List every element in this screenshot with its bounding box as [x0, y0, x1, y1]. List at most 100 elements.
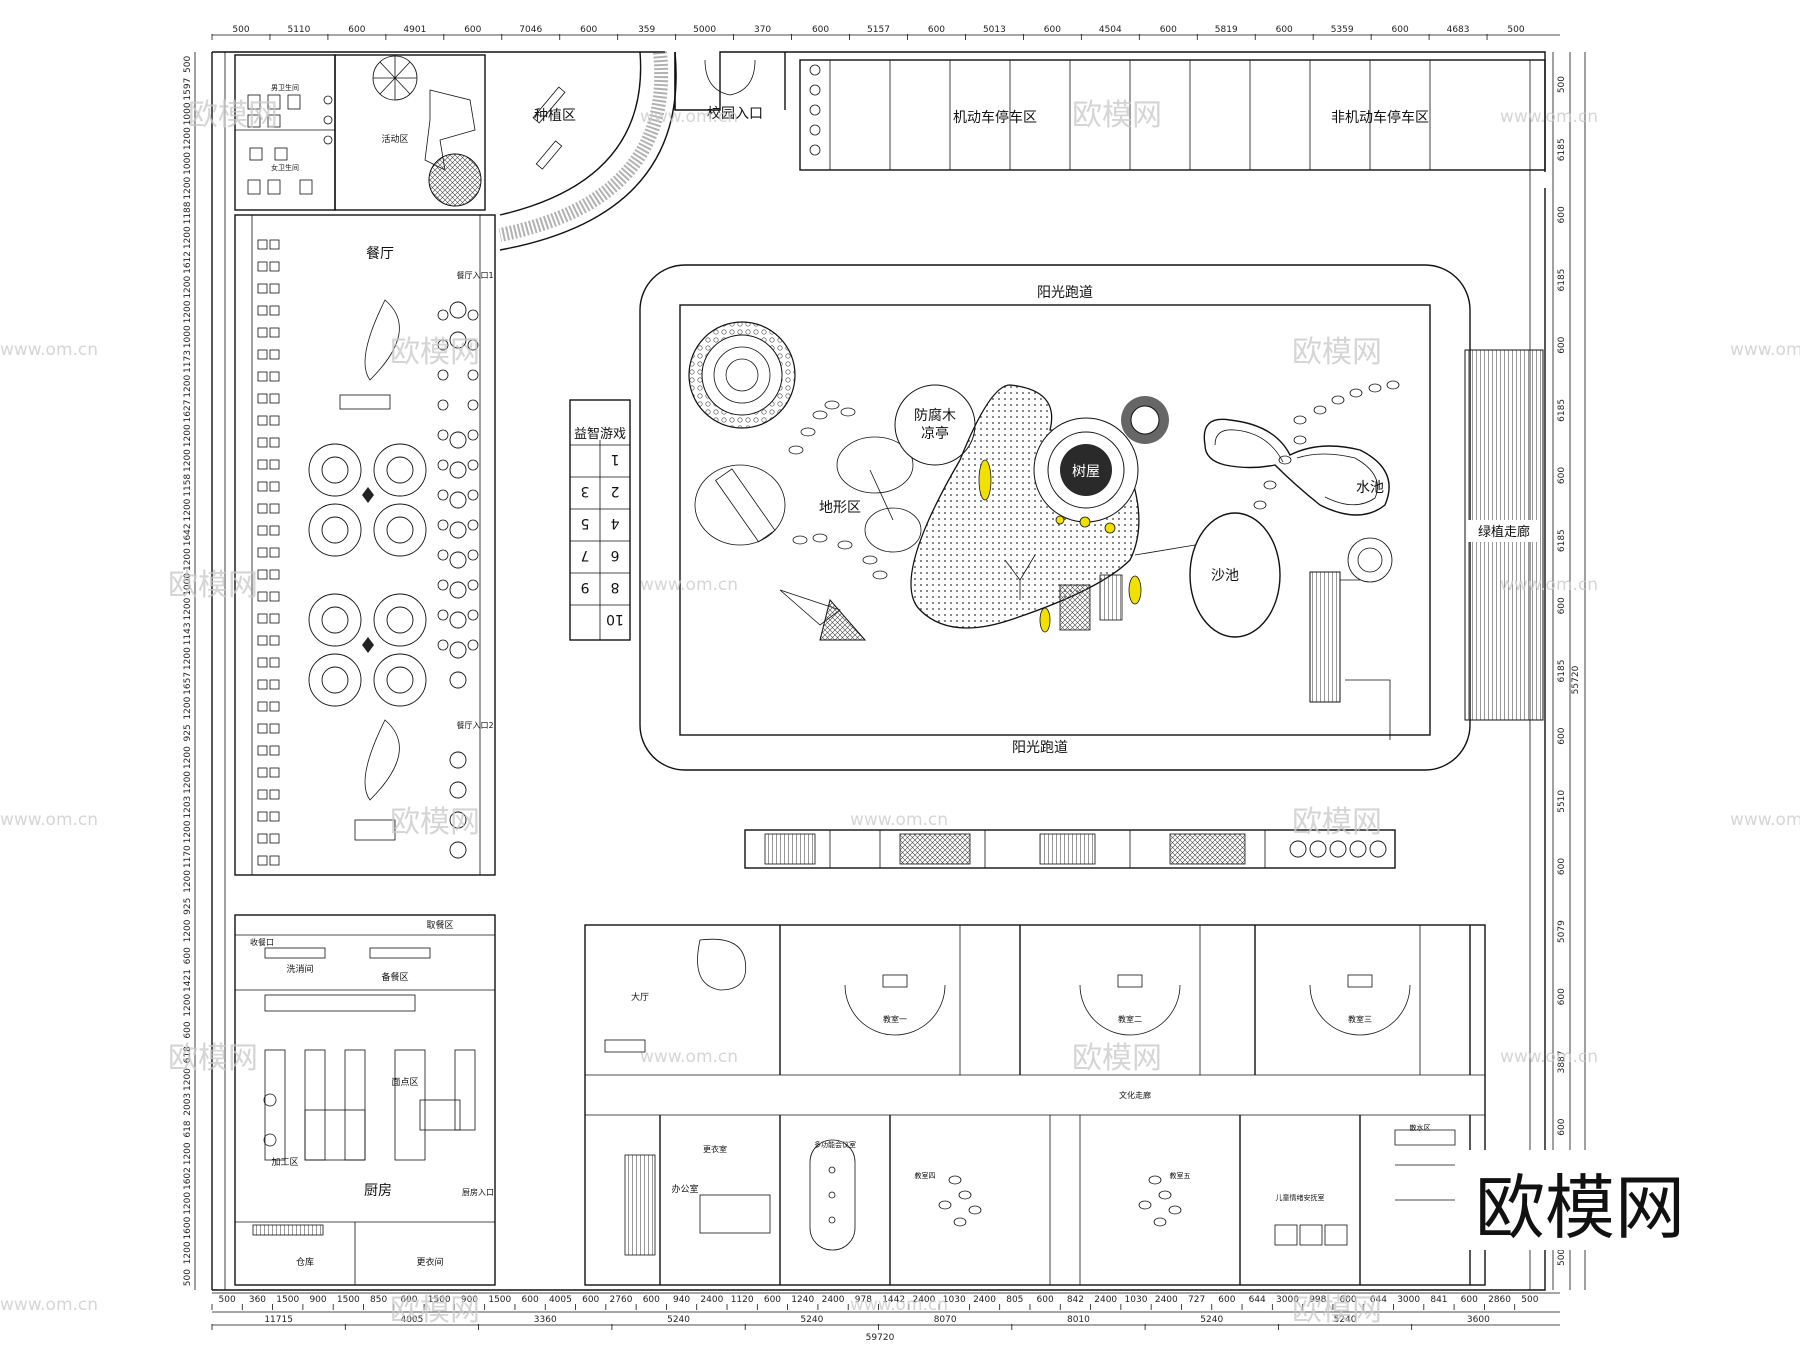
dimension-label: 1200: [183, 226, 193, 249]
dining-chair: [269, 525, 280, 536]
svg-text:www.om.cn: www.om.cn: [640, 575, 738, 595]
dimension-label: 600: [183, 1021, 193, 1038]
dining-chair: [269, 635, 280, 646]
dimension-label: 1500: [337, 1295, 360, 1305]
dining-table: [449, 811, 467, 829]
label-dining-hall: 餐厅: [366, 246, 394, 262]
dining-chair: [467, 399, 479, 411]
label-classroom-5: 教室五: [1170, 1171, 1191, 1180]
dimension-label: 1200: [183, 375, 193, 398]
dimension-label: 2400: [822, 1295, 845, 1305]
dimension-label: 600: [1557, 206, 1567, 223]
label-toilet-female: 女卫生间: [271, 163, 299, 172]
dimension-label: 1158: [183, 474, 193, 497]
label-terrain-area: 地形区: [819, 500, 861, 516]
dining-chair: [437, 609, 449, 621]
dimension-label: 644: [1370, 1295, 1387, 1305]
svg-text:www.om.cn: www.om.cn: [0, 810, 98, 830]
dining-table: [449, 841, 467, 859]
dimension-label: 1442: [882, 1295, 905, 1305]
dining-chair: [467, 609, 479, 621]
label-classroom-2: 教室二: [1118, 1014, 1142, 1024]
dimension-label: 500: [183, 1269, 193, 1286]
svg-text:欧模网: 欧模网: [1072, 1041, 1162, 1076]
dining-chair: [257, 547, 268, 558]
dining-chair: [437, 429, 449, 441]
dimension-label: 1030: [1125, 1295, 1148, 1305]
kitchen-block: 取餐区 收餐口 洗消间 备餐区 面点区 加工区 厨房 厨房入口 仓库 更衣间: [234, 914, 496, 1286]
stepping-stones: [788, 380, 1400, 580]
dining-chair: [467, 579, 479, 591]
dimension-label: 600: [1044, 25, 1061, 35]
dimension-label: 6185: [1557, 269, 1567, 292]
dining-chair: [269, 547, 280, 558]
dimension-label: 600: [1461, 1295, 1478, 1305]
dimension-label: 2400: [700, 1295, 723, 1305]
dimension-label: 600: [1557, 988, 1567, 1005]
dimension-label: 500: [219, 1295, 236, 1305]
dimension-label: 978: [855, 1295, 872, 1305]
label-sunshine-track-top: 阳光跑道: [1037, 285, 1093, 301]
dining-chair: [269, 701, 280, 712]
dimension-label: 1642: [183, 523, 193, 546]
svg-text:欧模网: 欧模网: [1292, 805, 1382, 840]
dimension-label: 1200: [183, 746, 193, 769]
dining-chair: [467, 339, 479, 351]
svg-text:www.om.cn: www.om.cn: [1730, 810, 1800, 830]
dimension-label: 6185: [1557, 138, 1567, 161]
dimension-label: 850: [370, 1295, 387, 1305]
dimension-label: 5110: [287, 25, 310, 35]
dimension-label: 5240: [667, 1315, 690, 1325]
dining-table: [449, 671, 467, 689]
label-culture-corridor: 文化走廊: [1119, 1090, 1151, 1100]
label-pickup-area: 取餐区: [426, 919, 453, 931]
dining-chair: [437, 579, 449, 591]
dining-chair: [257, 261, 268, 272]
dimension-total-right: 55720: [1571, 665, 1581, 694]
dimension-total-bottom: 59720: [866, 1333, 895, 1343]
dining-chair: [257, 767, 268, 778]
treehouse-island: 树屋: [910, 384, 1169, 633]
dimension-label: 618: [183, 1046, 193, 1063]
dining-chair: [269, 745, 280, 756]
dining-chair: [437, 489, 449, 501]
dimension-label: 5240: [1200, 1315, 1223, 1325]
label-sand-pool: 沙池: [1211, 568, 1239, 584]
dining-chair: [437, 549, 449, 561]
dimension-label: 1200: [183, 176, 193, 199]
label-planting-area: 种植区: [534, 108, 576, 124]
puzzle-number: 6: [610, 547, 619, 563]
dining-chair: [269, 261, 280, 272]
dimension-label: 3600: [1467, 1315, 1490, 1325]
dimension-lines: [194, 34, 1586, 1326]
brand-logo: 欧模网: [1462, 1150, 1762, 1250]
dimension-label: 1657: [183, 672, 193, 695]
svg-text:欧模网: 欧模网: [1292, 335, 1382, 370]
dimension-label: 5240: [800, 1315, 823, 1325]
dimension-label: 370: [754, 25, 771, 35]
dining-chair: [269, 459, 280, 470]
dimension-label: 600: [183, 947, 193, 964]
puzzle-number: 7: [581, 547, 590, 563]
label-office: 办公室: [671, 1183, 698, 1195]
watermarks: 欧模网 www.om.cn 欧模网 www.om.cn www.om.cn 欧模…: [0, 98, 1800, 1328]
dining-chair: [257, 305, 268, 316]
dining-table: [449, 781, 467, 799]
dining-table: [449, 641, 467, 659]
dining-chair: [437, 309, 449, 321]
label-treehouse: 树屋: [1072, 464, 1100, 480]
dimension-label: 1203: [183, 796, 193, 819]
dining-chair: [269, 481, 280, 492]
dimension-label: 2400: [973, 1295, 996, 1305]
dimension-label: 500: [1557, 76, 1567, 93]
label-bike-parking: 非机动车停车区: [1331, 109, 1429, 126]
dimension-label: 11715: [264, 1315, 293, 1325]
dining-chair: [269, 767, 280, 778]
dimension-label: 3000: [1276, 1295, 1299, 1305]
green-corridor: 绿植走廊: [1464, 349, 1544, 721]
dimension-label: 6185: [1557, 529, 1567, 552]
label-sensory-room: 儿童情绪安抚室: [1276, 1193, 1325, 1202]
dining-chair: [269, 613, 280, 624]
dimension-label: 1200: [183, 696, 193, 719]
